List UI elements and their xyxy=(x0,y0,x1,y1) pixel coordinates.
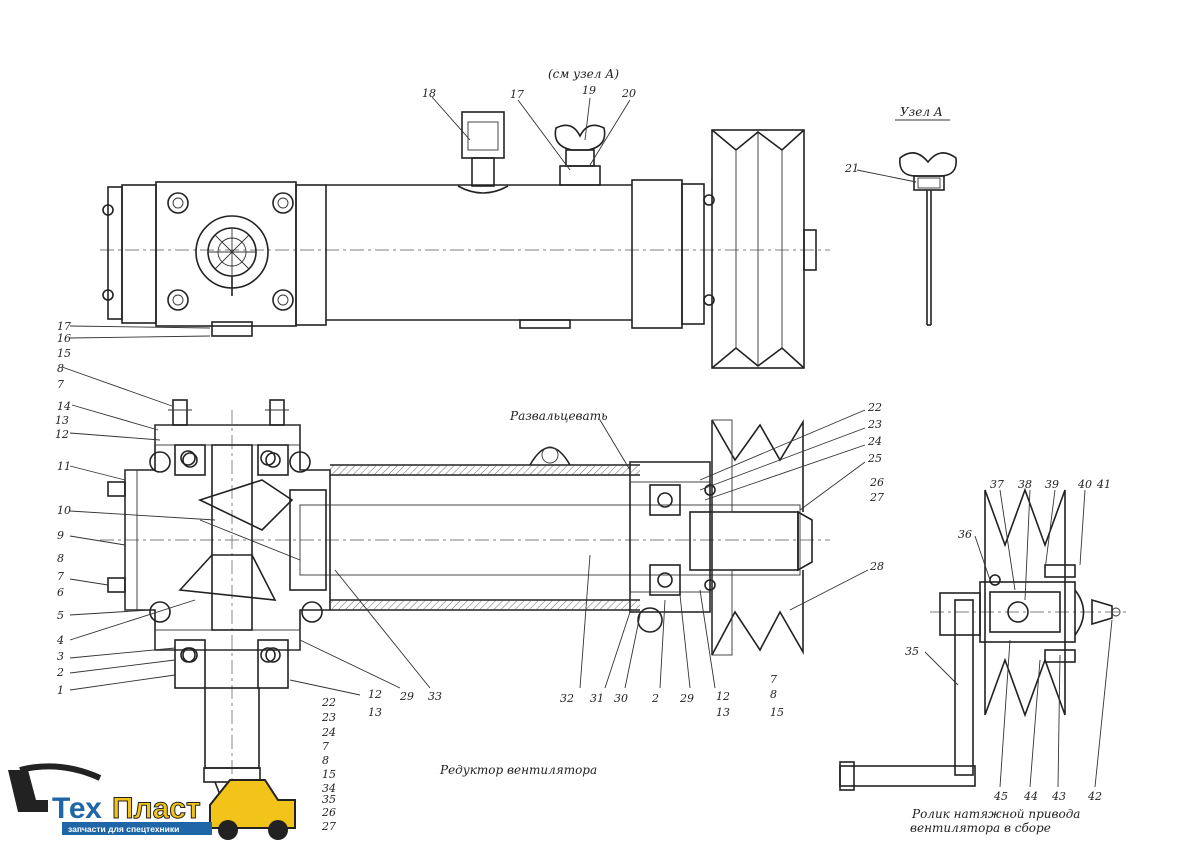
loader-icon xyxy=(209,779,296,829)
callout-13: 13 xyxy=(55,414,69,427)
caption-roller-line1: Ролик натяжной привода xyxy=(911,807,1080,821)
callout-8c: 8 xyxy=(322,754,329,767)
callout-12: 12 xyxy=(55,428,69,441)
callout-27b: 27 xyxy=(321,820,336,833)
callout-39: 39 xyxy=(1045,478,1059,491)
callout-7d: 7 xyxy=(770,673,777,686)
callout-9: 9 xyxy=(57,529,64,542)
callout-13c: 13 xyxy=(716,706,730,719)
callout-16: 16 xyxy=(57,332,71,345)
callout-42: 42 xyxy=(1087,790,1102,803)
callout-33: 33 xyxy=(428,690,442,703)
callout-37: 37 xyxy=(990,478,1004,491)
section-view xyxy=(100,399,830,801)
caption-reducer: Редуктор вентилятора xyxy=(439,763,597,777)
excavator-arm-icon xyxy=(8,770,48,812)
node-a-detail xyxy=(895,119,957,326)
callout-29b: 29 xyxy=(679,692,694,705)
callout-38: 38 xyxy=(1018,478,1032,491)
callout-41: 41 xyxy=(1096,478,1111,491)
caption-node-a: Узел А xyxy=(900,105,943,119)
callout-14: 14 xyxy=(57,400,71,413)
callout-30: 30 xyxy=(614,692,628,705)
callout-15c: 15 xyxy=(770,706,784,719)
caption-see-node-a: (см узел А) xyxy=(548,67,619,81)
callout-labels: 18 17 19 20 21 17 16 15 8 7 14 13 12 11 … xyxy=(55,84,1111,833)
leader-lines xyxy=(61,96,1113,788)
callout-11: 11 xyxy=(57,460,71,473)
callout-4: 4 xyxy=(56,634,64,647)
callout-12b: 12 xyxy=(368,688,382,701)
callout-25: 25 xyxy=(867,452,882,465)
callout-15b: 15 xyxy=(322,768,336,781)
callout-8: 8 xyxy=(57,362,64,375)
top-view xyxy=(100,111,830,369)
callout-22b: 22 xyxy=(321,696,336,709)
callout-17-top: 17 xyxy=(510,88,524,101)
logo-brand-tech: Тех xyxy=(52,792,102,825)
callout-15: 15 xyxy=(57,347,71,360)
callout-2b: 2 xyxy=(651,692,659,705)
callout-40: 40 xyxy=(1077,478,1092,491)
callout-13b: 13 xyxy=(368,706,382,719)
callout-1: 1 xyxy=(57,684,64,697)
callout-7b: 7 xyxy=(57,570,64,583)
callout-28: 28 xyxy=(869,560,884,573)
callout-24: 24 xyxy=(867,435,882,448)
callout-22: 22 xyxy=(867,401,882,414)
tension-roller-drawing xyxy=(839,487,1130,791)
callout-23: 23 xyxy=(867,418,882,431)
callout-43: 43 xyxy=(1051,790,1066,803)
callout-8b: 8 xyxy=(57,552,64,565)
callout-27: 27 xyxy=(869,491,884,504)
caption-flare: Развальцевать xyxy=(509,409,608,423)
callout-44: 44 xyxy=(1023,790,1038,803)
callout-31: 31 xyxy=(590,692,604,705)
logo-tagline: запчасти для спецтехники xyxy=(68,824,179,834)
callout-34: 34 xyxy=(322,782,336,795)
callout-10: 10 xyxy=(57,504,71,517)
callout-6: 6 xyxy=(57,586,64,599)
callout-21: 21 xyxy=(844,162,859,175)
callout-35: 35 xyxy=(905,645,919,658)
techplast-logo: Тех Пласт запчасти для спецтехники xyxy=(8,763,296,840)
logo-brand-plast: Пласт xyxy=(112,792,201,825)
callout-19: 19 xyxy=(582,84,596,97)
callout-24b: 24 xyxy=(321,726,336,739)
callout-26: 26 xyxy=(869,476,884,489)
callout-29: 29 xyxy=(399,690,414,703)
callout-35b: 35 xyxy=(322,793,336,806)
callout-26b: 26 xyxy=(321,806,336,819)
callout-7c: 7 xyxy=(322,740,329,753)
callout-5: 5 xyxy=(57,609,64,622)
caption-roller-line2: вентилятора в сборе xyxy=(910,821,1051,835)
callout-7: 7 xyxy=(57,378,64,391)
callout-23b: 23 xyxy=(321,711,336,724)
callout-32: 32 xyxy=(560,692,574,705)
callout-20: 20 xyxy=(621,87,636,100)
callout-17: 17 xyxy=(57,320,71,333)
callout-8d: 8 xyxy=(770,688,777,701)
captions: (см узел А) Узел А Развальцевать Редукто… xyxy=(439,67,1080,835)
callout-45: 45 xyxy=(993,790,1008,803)
callout-3: 3 xyxy=(57,650,64,663)
callout-18: 18 xyxy=(422,87,436,100)
callout-12c: 12 xyxy=(716,690,730,703)
callout-2: 2 xyxy=(56,666,64,679)
callout-36: 36 xyxy=(958,528,972,541)
